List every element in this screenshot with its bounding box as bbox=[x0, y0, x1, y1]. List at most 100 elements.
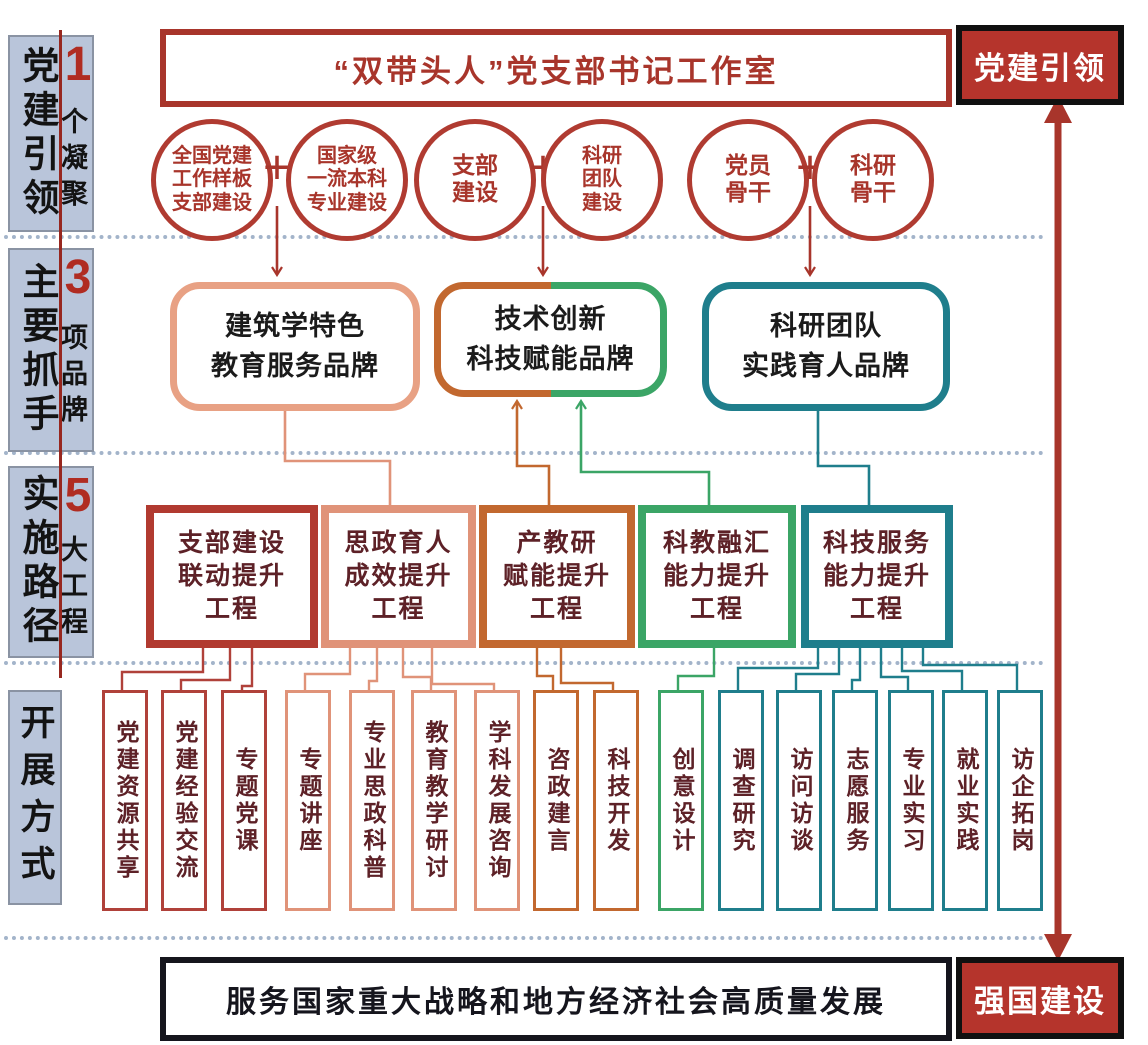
brand-line: 科研团队 bbox=[770, 311, 882, 342]
project-line: 科技服务 bbox=[822, 530, 931, 557]
circle-line: 工作样板 bbox=[172, 168, 252, 191]
project-branch-building-linkage: 支部建设 联动提升 工程 bbox=[146, 505, 318, 648]
method-label: 访问访谈 bbox=[787, 746, 812, 855]
project-line: 思政育人 bbox=[344, 530, 453, 557]
method-box-technology-development: 科技开发 bbox=[593, 690, 639, 911]
brand-line: 教育服务品牌 bbox=[211, 350, 379, 381]
brand2-text: 技术创新 科技赋能品牌 bbox=[434, 282, 667, 397]
project-line: 科教融汇 bbox=[662, 530, 771, 557]
method-label: 科技开发 bbox=[604, 746, 629, 855]
method-box-special-party-lectures: 专题党课 bbox=[221, 690, 267, 911]
method-box-enterprise-visits-job-expansion: 访企拓岗 bbox=[997, 690, 1043, 911]
circle-line: 团队 bbox=[582, 168, 622, 191]
sidebar-row-implementation-path: 实施路径 5 大工程 bbox=[8, 466, 94, 658]
method-box-visits-interviews: 访问访谈 bbox=[776, 690, 822, 911]
sidebar-unit: 个凝聚 bbox=[57, 106, 87, 215]
project-science-education-integration: 科教融汇 能力提升 工程 bbox=[638, 505, 796, 648]
method-box-professional-ideology-popularization: 专业思政科普 bbox=[349, 690, 395, 911]
project-line: 工程 bbox=[689, 596, 744, 623]
project-line: 工程 bbox=[371, 596, 426, 623]
brand-research-team-practice-education: 科研团队 实践育人品牌 bbox=[702, 282, 950, 411]
project-line: 工程 bbox=[849, 596, 904, 623]
brand-line: 建筑学特色 bbox=[225, 311, 365, 342]
circle-line: 科研 bbox=[582, 145, 622, 168]
method-box-professional-internship: 专业实习 bbox=[888, 690, 934, 911]
method-box-party-resources-sharing: 党建资源共享 bbox=[102, 690, 148, 911]
right-double-arrow bbox=[1044, 96, 1072, 961]
project-line: 产教研 bbox=[516, 530, 598, 557]
dotted-separator-4 bbox=[4, 936, 1044, 940]
method-label: 专业实习 bbox=[899, 746, 924, 855]
project-ideological-education: 思政育人 成效提升 工程 bbox=[321, 505, 476, 648]
method-label: 咨政建言 bbox=[544, 746, 569, 855]
sidebar-label: 开展方式 bbox=[15, 703, 55, 892]
project-line: 成效提升 bbox=[344, 563, 453, 590]
method-box-employment-practice: 就业实践 bbox=[942, 690, 988, 911]
method-box-creative-design: 创意设计 bbox=[658, 690, 704, 911]
badge-text: 强国建设 bbox=[974, 983, 1106, 1019]
circle-first-class-major: 国家级 一流本科 专业建设 bbox=[286, 119, 408, 241]
top-banner: “双带头人”党支部书记工作室 bbox=[160, 29, 952, 107]
method-label: 教育教学研讨 bbox=[422, 719, 447, 882]
sidebar-row-main-focus: 主要抓手 3 项品牌 bbox=[8, 248, 94, 452]
circle-line: 一流本科 bbox=[307, 168, 387, 191]
method-box-survey-research: 调查研究 bbox=[718, 690, 764, 911]
sidebar-row-methods: 开展方式 bbox=[8, 690, 62, 905]
project-line: 能力提升 bbox=[822, 563, 931, 590]
brand-architecture-education-service: 建筑学特色 教育服务品牌 bbox=[170, 282, 420, 411]
project-line: 工程 bbox=[529, 596, 584, 623]
circle-branch-building: 支部 建设 bbox=[414, 119, 536, 241]
sidebar-red-divider-line bbox=[59, 30, 62, 678]
brand-tech-innovation-empowerment: 技术创新 科技赋能品牌 bbox=[434, 282, 667, 397]
circle-line: 支部建设 bbox=[172, 191, 252, 214]
top-banner-text: “双带头人”党支部书记工作室 bbox=[333, 53, 779, 89]
method-label: 调查研究 bbox=[729, 746, 754, 855]
circle-line: 建设 bbox=[452, 180, 498, 205]
method-box-policy-advice: 咨政建言 bbox=[533, 690, 579, 911]
dotted-separator-2 bbox=[4, 451, 1044, 455]
sidebar-unit: 大工程 bbox=[57, 535, 87, 643]
circle-line: 专业建设 bbox=[307, 191, 387, 214]
badge-strong-nation-building: 强国建设 bbox=[956, 957, 1124, 1039]
brand2-border-left-half bbox=[434, 282, 551, 397]
method-label: 专题党课 bbox=[232, 746, 257, 855]
method-box-education-teaching-discussion: 教育教学研讨 bbox=[411, 690, 457, 911]
project-line: 支部建设 bbox=[177, 530, 286, 557]
circle-party-backbone: 党员 骨干 bbox=[687, 119, 809, 241]
circle-line: 支部 bbox=[452, 153, 498, 179]
method-label: 志愿服务 bbox=[843, 746, 868, 855]
circle-line: 科研 bbox=[850, 153, 896, 179]
circle-national-model-branch: 全国党建 工作样板 支部建设 bbox=[151, 119, 273, 241]
project-line: 赋能提升 bbox=[502, 563, 611, 590]
circle-line: 党员 bbox=[725, 153, 771, 179]
method-box-party-experience-exchange: 党建经验交流 bbox=[161, 690, 207, 911]
method-label: 创意设计 bbox=[669, 746, 694, 855]
circle-line: 骨干 bbox=[725, 180, 771, 205]
circle-line: 全国党建 bbox=[172, 145, 252, 168]
brand2-border-right-half bbox=[550, 282, 667, 397]
dotted-separator-1 bbox=[4, 235, 1044, 239]
project-line: 联动提升 bbox=[177, 563, 286, 590]
sidebar-number: 5 bbox=[64, 469, 92, 522]
method-box-discipline-development-consulting: 学科发展咨询 bbox=[474, 690, 520, 911]
brand-line: 实践育人品牌 bbox=[742, 350, 910, 381]
circle-line: 国家级 bbox=[317, 145, 377, 168]
project-line: 工程 bbox=[204, 596, 259, 623]
method-box-special-seminars: 专题讲座 bbox=[285, 690, 331, 911]
project-tech-service-capability: 科技服务 能力提升 工程 bbox=[801, 505, 953, 648]
sidebar-row-party-leading: 党建引领 1 个凝聚 bbox=[8, 35, 94, 232]
project-line: 能力提升 bbox=[662, 563, 771, 590]
method-label: 专业思政科普 bbox=[360, 719, 385, 882]
sidebar-label: 实施路径 bbox=[16, 474, 57, 650]
method-label: 学科发展咨询 bbox=[485, 719, 510, 882]
circle-research-team-building: 科研 团队 建设 bbox=[541, 119, 663, 241]
bottom-banner: 服务国家重大战略和地方经济社会高质量发展 bbox=[160, 957, 952, 1041]
circle-line: 骨干 bbox=[850, 180, 896, 205]
method-label: 专题讲座 bbox=[296, 746, 321, 855]
method-label: 党建经验交流 bbox=[172, 719, 197, 882]
badge-text: 党建引领 bbox=[974, 50, 1106, 86]
badge-party-building-leads: 党建引领 bbox=[956, 25, 1124, 105]
method-box-volunteer-service: 志愿服务 bbox=[832, 690, 878, 911]
method-label: 访企拓岗 bbox=[1008, 746, 1033, 855]
